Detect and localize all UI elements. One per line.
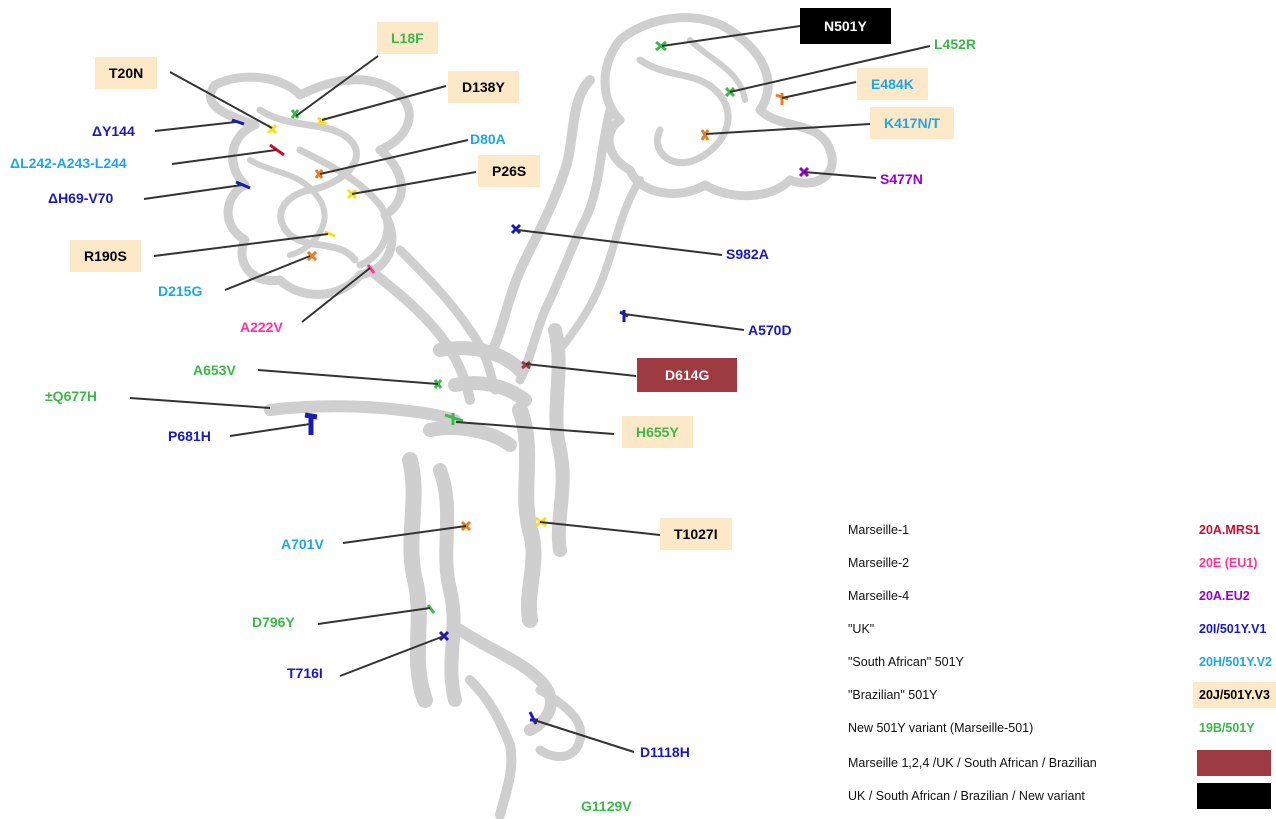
mutation-label-s982a: S982A xyxy=(726,246,769,262)
mutation-label-k417n: K417N/T xyxy=(870,107,955,139)
residue-a570d xyxy=(619,310,629,322)
leader-dh69 xyxy=(143,184,243,200)
leader-d138y xyxy=(321,85,447,121)
leader-d614g xyxy=(525,363,637,377)
residue-p681h xyxy=(304,412,318,435)
leader-a570d xyxy=(623,313,745,331)
mutation-label-l452r: L452R xyxy=(934,36,977,52)
legend-code-20a-eu2: 20A.EU2 xyxy=(1199,589,1250,603)
mutation-label-p681h: P681H xyxy=(168,428,211,444)
residue-a222v xyxy=(366,264,376,274)
protein-ribbons xyxy=(206,13,837,819)
legend-swatch-n501y xyxy=(1197,783,1271,809)
mutation-label-a701v: A701V xyxy=(281,536,324,552)
legend-code-20a-mrs1: 20A.MRS1 xyxy=(1199,523,1261,537)
residue-e484k xyxy=(775,93,789,105)
mutation-label-s477n: S477N xyxy=(880,171,923,187)
leader-dy144 xyxy=(154,121,237,132)
mutation-label-t1027i: T1027I xyxy=(660,518,732,550)
residue-d80a xyxy=(314,169,324,179)
mutation-label-d796y: D796Y xyxy=(252,614,295,630)
legend-label-new-501y: New 501Y variant (Marseille-501) xyxy=(848,721,1034,735)
mutation-label-t716i: T716I xyxy=(287,665,323,681)
legend-label-marseille-4: Marseille-4 xyxy=(848,589,910,603)
leader-dl242 xyxy=(171,149,277,165)
leader-t716i xyxy=(339,635,445,677)
residue-dh69 xyxy=(235,180,251,190)
legend-label-marseille-uk-sa-br: Marseille 1,2,4 /UK / South African / Br… xyxy=(848,756,1097,770)
leader-lines xyxy=(129,25,931,753)
residue-s982a xyxy=(510,223,522,235)
legend-label-marseille-2: Marseille-2 xyxy=(848,556,910,570)
leader-s477n xyxy=(803,171,877,179)
mutation-label-p26s: P26S xyxy=(478,155,541,187)
leader-r190s xyxy=(153,233,329,257)
residue-dl242 xyxy=(269,143,285,157)
leader-a222v xyxy=(301,267,371,323)
legend-label-brazilian: "Brazilian" 501Y xyxy=(848,688,938,702)
residue-dy144 xyxy=(231,118,245,126)
mutation-label-t20n: T20N xyxy=(95,57,158,89)
leader-l452r xyxy=(729,45,931,93)
leader-l18f xyxy=(295,55,379,117)
legend-label-south-african: "South African" 501Y xyxy=(848,655,964,669)
mutation-label-n501y: N501Y xyxy=(800,8,891,44)
leader-d1118h xyxy=(533,719,635,753)
legend-code-19b-501y: 19B/501Y xyxy=(1199,721,1255,735)
residue-d215g xyxy=(306,250,318,262)
leader-h655y xyxy=(455,421,615,435)
legend-code-20j-501y-v3: 20J/501Y.V3 xyxy=(1193,682,1276,708)
leader-t1027i xyxy=(539,521,661,536)
residue-r190s xyxy=(324,230,336,238)
leader-p681h xyxy=(229,423,311,437)
mutation-label-d215g: D215G xyxy=(158,283,203,299)
mutation-label-a222v: A222V xyxy=(240,319,283,335)
residue-n501y xyxy=(655,40,667,52)
mutation-label-l18f: L18F xyxy=(377,22,438,54)
leader-q677h xyxy=(129,397,271,409)
residue-l18f xyxy=(290,109,300,119)
leader-d80a xyxy=(319,139,469,175)
legend-label-uk: "UK" xyxy=(848,622,875,636)
legend-swatch-d614g xyxy=(1197,750,1271,776)
legend-code-20h-501y-v2: 20H/501Y.V2 xyxy=(1199,655,1272,669)
leader-k417n xyxy=(705,123,871,135)
mutation-label-a570d: A570D xyxy=(748,322,792,338)
legend-label-marseille-1: Marseille-1 xyxy=(848,523,910,537)
mutation-label-d138y: D138Y xyxy=(448,71,519,103)
leader-a653v xyxy=(257,369,439,385)
leader-e484k xyxy=(781,81,857,99)
mutation-label-q677h: ±Q677H xyxy=(45,388,98,404)
mutation-label-h655y: H655Y xyxy=(622,416,693,448)
mutation-label-e484k: E484K xyxy=(857,68,928,100)
leader-d215g xyxy=(224,255,311,291)
mutation-label-d614g: D614G xyxy=(637,358,738,392)
mutation-label-dl242: ΔL242-A243-L244 xyxy=(10,155,127,171)
leader-s982a xyxy=(517,229,723,256)
residue-k417n xyxy=(700,129,710,141)
legend-code-20i-501y-v1: 20I/501Y.V1 xyxy=(1199,622,1267,636)
residue-d796y xyxy=(426,604,436,614)
mutation-label-g1129v: G1129V xyxy=(581,798,632,814)
leader-d796y xyxy=(317,607,431,625)
mutation-label-d80a: D80A xyxy=(470,131,506,147)
mutation-label-a653v: A653V xyxy=(193,362,236,378)
residue-h655y xyxy=(444,413,464,425)
mutation-label-dh69: ΔH69-V70 xyxy=(48,190,114,206)
mutation-label-r190s: R190S xyxy=(70,240,141,272)
leader-n501y xyxy=(661,25,801,47)
mutation-label-dy144: ΔY144 xyxy=(92,123,135,139)
legend-label-uk-sa-br-new: UK / South African / Brazilian / New var… xyxy=(848,789,1085,803)
leader-p26s xyxy=(351,171,477,195)
legend-code-20e-eu1: 20E (EU1) xyxy=(1199,556,1258,570)
leader-a701v xyxy=(342,525,467,544)
mutation-label-d1118h: D1118H xyxy=(640,744,690,760)
leader-t20n xyxy=(169,71,273,129)
